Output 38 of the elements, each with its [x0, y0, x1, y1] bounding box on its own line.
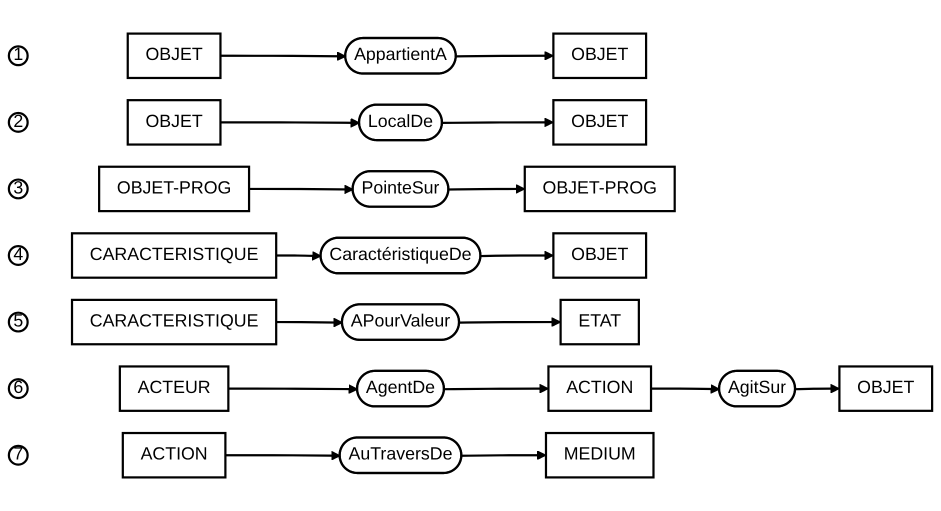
arrow: [276, 250, 322, 261]
arrow: [448, 184, 526, 194]
arrow: [651, 384, 720, 394]
arrow: [480, 250, 554, 260]
node-box: CARACTERISTIQUE: [70, 298, 278, 346]
arrow: [249, 184, 354, 194]
arrow: [456, 50, 554, 61]
arrow: [462, 450, 546, 460]
arrow: [276, 318, 343, 328]
node-circle: 1: [8, 45, 29, 66]
node-circle: 5: [8, 312, 29, 333]
arrow: [444, 384, 549, 394]
node-box: MEDIUM: [544, 432, 655, 479]
node-box: OBJET: [126, 32, 222, 80]
node-box: ACTION: [547, 365, 652, 412]
arrow: [228, 384, 358, 394]
node-circle: 3: [8, 178, 29, 200]
arrow: [460, 317, 562, 327]
arrow: [225, 450, 341, 461]
node-box: OBJET: [552, 99, 648, 146]
node-box: OBJET: [126, 99, 222, 146]
node-box: OBJET: [838, 365, 934, 412]
node-circle: 2: [8, 112, 29, 133]
node-box: OBJET: [552, 232, 648, 279]
node-circle: 7: [8, 444, 29, 466]
node-box: ACTION: [122, 432, 226, 479]
node-box: OBJET-PROG: [98, 166, 250, 212]
arrow: [796, 384, 840, 394]
arrow: [442, 117, 554, 128]
node-box: ETAT: [560, 298, 640, 346]
node-circle: 4: [8, 245, 29, 266]
node-box: CARACTERISTIQUE: [70, 232, 278, 279]
arrow: [220, 51, 346, 62]
node-box: OBJET-PROG: [524, 166, 676, 212]
arrow: [220, 118, 360, 128]
node-box: OBJET: [552, 32, 648, 80]
node-box: ACTEUR: [118, 365, 230, 412]
node-circle: 6: [8, 378, 29, 400]
